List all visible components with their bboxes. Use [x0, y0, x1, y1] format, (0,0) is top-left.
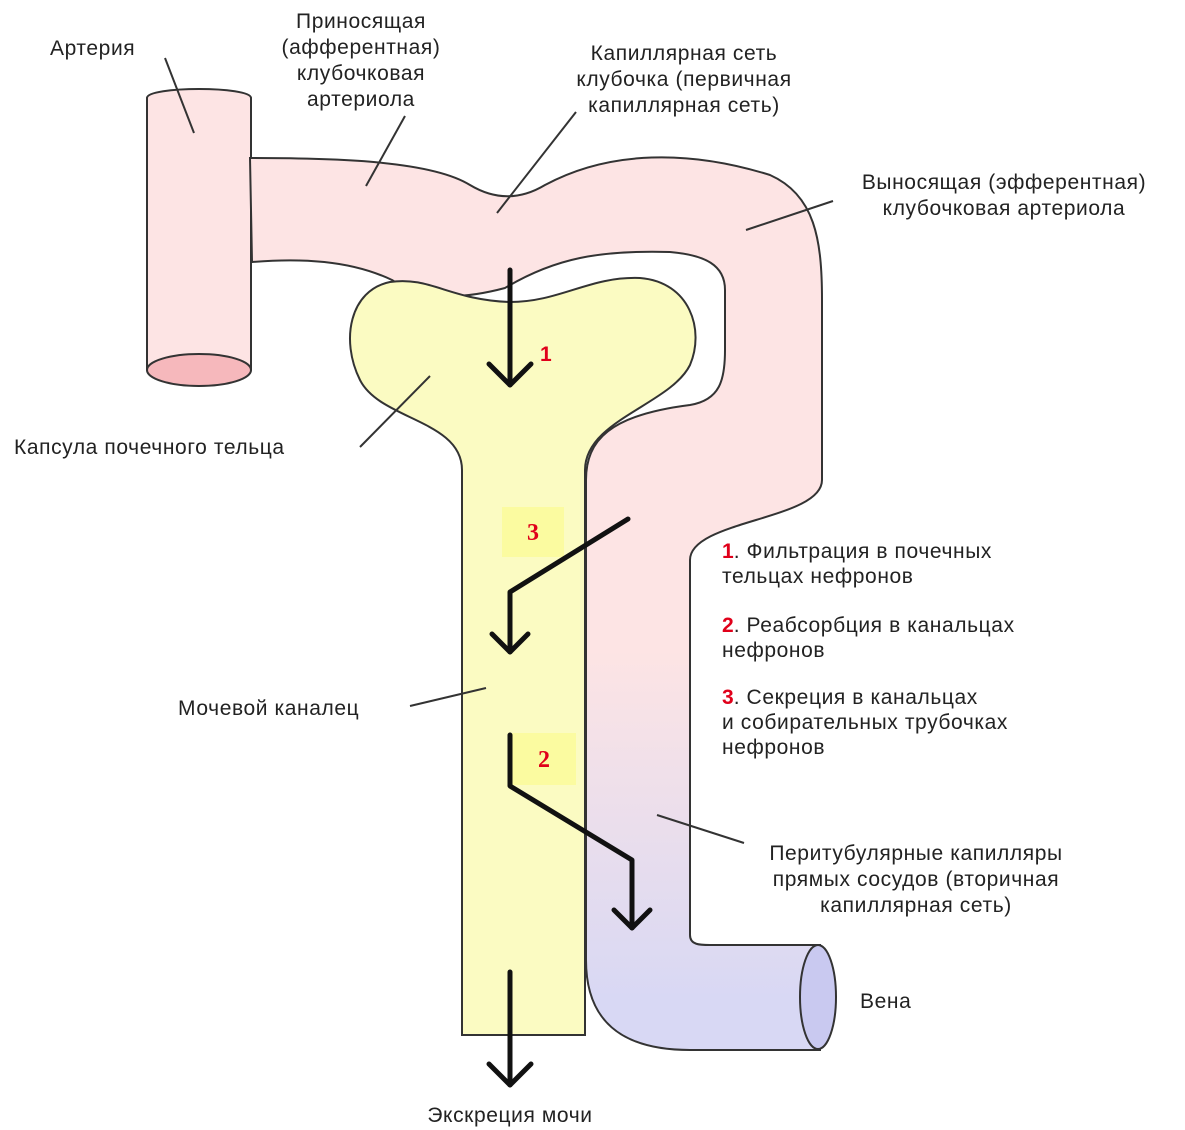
svg-text:тельцах нефронов: тельцах нефронов — [722, 565, 914, 588]
afferent-label: Приносящая (афферентная) клубочковая арт… — [282, 10, 441, 111]
vein-label: Вена — [860, 990, 911, 1013]
svg-text:клубочковая: клубочковая — [297, 62, 425, 85]
vein-opening — [800, 945, 836, 1049]
legend-item-3: 3. Секреция в канальцах и собирательных … — [722, 686, 1008, 759]
svg-text:(афферентная): (афферентная) — [282, 36, 441, 59]
marker-1: 1 — [540, 343, 552, 366]
peritubular-label: Перитубулярные капилляры прямых сосудов … — [769, 842, 1062, 917]
svg-text:артериола: артериола — [307, 88, 415, 111]
efferent-label: Выносящая (эфферентная) клубочковая арте… — [862, 171, 1146, 220]
artery-opening — [147, 354, 251, 386]
svg-text:клубочка (первичная: клубочка (первичная — [576, 68, 791, 91]
svg-text:Приносящая: Приносящая — [296, 10, 426, 33]
excretion-label: Экскреция мочи — [427, 1104, 592, 1127]
glomerulus-label: Капиллярная сеть клубочка (первичная кап… — [576, 42, 791, 117]
svg-text:капиллярная сеть): капиллярная сеть) — [820, 894, 1012, 917]
svg-text:и собирательных трубочках: и собирательных трубочках — [722, 711, 1008, 734]
artery-label: Артерия — [50, 37, 135, 60]
svg-text:клубочковая артериола: клубочковая артериола — [883, 197, 1126, 220]
svg-text:2. Реабсорбция в канальцах: 2. Реабсорбция в канальцах — [722, 614, 1015, 637]
legend: 1. Фильтрация в почечных тельцах нефроно… — [722, 540, 1015, 759]
marker-3: 3 — [527, 520, 539, 546]
legend-item-1: 1. Фильтрация в почечных тельцах нефроно… — [722, 540, 992, 588]
svg-text:нефронов: нефронов — [722, 639, 825, 662]
svg-text:3. Секреция в канальцах: 3. Секреция в канальцах — [722, 686, 978, 709]
svg-text:Перитубулярные капилляры: Перитубулярные капилляры — [769, 842, 1062, 865]
marker-2: 2 — [538, 747, 550, 773]
tubule-label: Мочевой каналец — [178, 697, 359, 720]
svg-text:1. Фильтрация в почечных: 1. Фильтрация в почечных — [722, 540, 992, 563]
legend-item-2: 2. Реабсорбция в канальцах нефронов — [722, 614, 1015, 662]
artery-tube — [147, 89, 251, 379]
capsule-label: Капсула почечного тельца — [14, 436, 285, 459]
svg-text:нефронов: нефронов — [722, 736, 825, 759]
svg-text:капиллярная сеть): капиллярная сеть) — [588, 94, 780, 117]
svg-text:Выносящая (эфферентная): Выносящая (эфферентная) — [862, 171, 1146, 194]
svg-text:Капиллярная сеть: Капиллярная сеть — [591, 42, 778, 65]
svg-text:прямых сосудов (вторичная: прямых сосудов (вторичная — [773, 868, 1059, 891]
